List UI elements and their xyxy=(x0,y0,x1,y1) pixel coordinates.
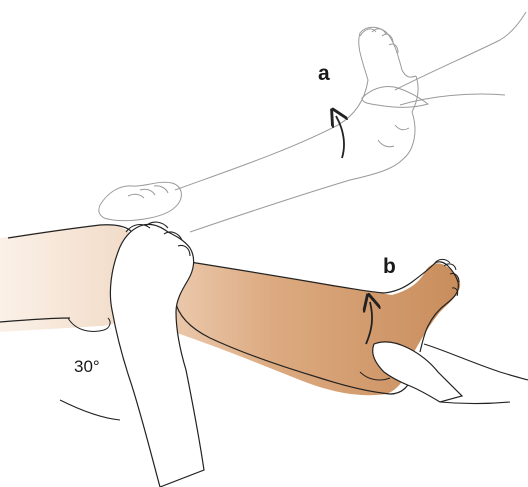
examiner-hand-heel xyxy=(372,341,464,403)
ghost-leg-position-a xyxy=(98,11,527,233)
examiner-forearm-heel xyxy=(423,343,528,381)
thigh-bottom-contour xyxy=(0,317,71,323)
ankle-malleolus xyxy=(359,371,391,381)
thigh-top-contour xyxy=(7,224,133,239)
calf-bottom-contour xyxy=(174,299,413,395)
examiner-forearm-heel-lower xyxy=(439,401,511,405)
patient-thigh xyxy=(0,225,143,332)
rotation-arrow-b xyxy=(366,302,372,345)
examiner-forearm-knee xyxy=(59,399,121,421)
knee-angle-arc xyxy=(67,317,111,332)
label-a: a xyxy=(318,62,330,85)
examiner-hand-knee xyxy=(109,223,205,487)
shin-top-contour xyxy=(189,261,385,294)
examiner-fingers-knee xyxy=(125,221,191,257)
label-b: b xyxy=(383,255,396,278)
rotation-arrow-a xyxy=(336,116,344,159)
label-knee-angle: 30° xyxy=(74,357,100,376)
toes xyxy=(433,258,460,297)
